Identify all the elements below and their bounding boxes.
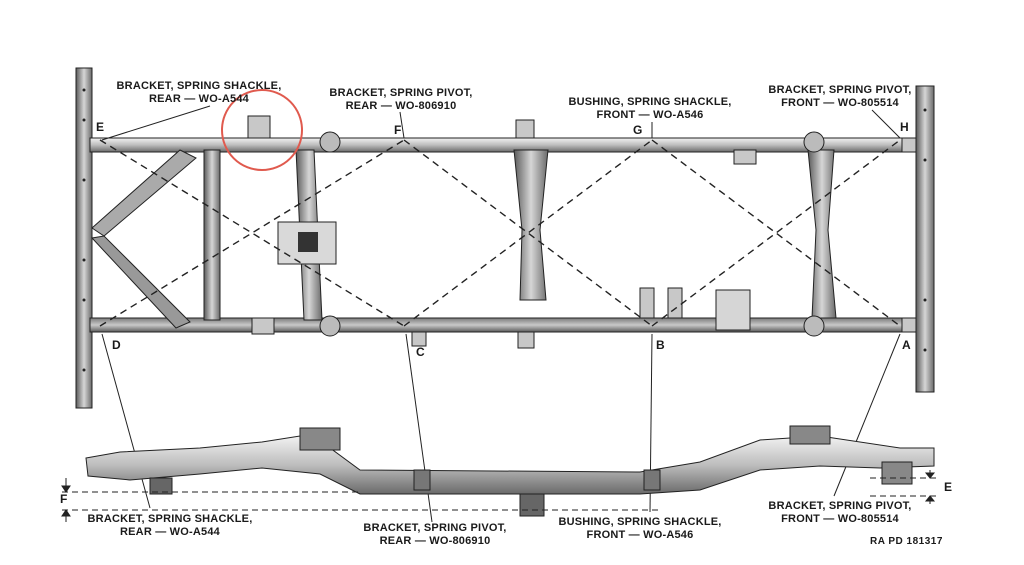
- spring-pivot: [319, 131, 341, 153]
- front-crossmember: [807, 149, 837, 319]
- leader-lines: [101, 105, 901, 141]
- reference-lines: [62, 477, 940, 511]
- point-h: H: [900, 120, 909, 134]
- dimension-arrows: [61, 470, 936, 522]
- point-f: F: [394, 123, 402, 137]
- callout-front-shackle-bushing-side: BUSHING, SPRING SHACKLE,FRONT — WO-A546: [558, 516, 722, 541]
- bracket: [515, 119, 535, 139]
- point-d: D: [112, 338, 121, 352]
- point-c: C: [416, 345, 425, 359]
- side-bracket: [519, 493, 545, 517]
- bracket: [901, 317, 917, 333]
- highlight-circle: [221, 89, 303, 171]
- rear-diagonal-brace: [91, 149, 197, 237]
- bracket: [411, 331, 427, 347]
- side-bracket: [789, 425, 831, 445]
- rivets: [82, 88, 927, 372]
- bracket: [901, 137, 917, 153]
- point-a: A: [902, 338, 911, 352]
- callout-rear-shackle-bracket: BRACKET, SPRING SHACKLE,REAR — WO-A544: [116, 80, 282, 105]
- spring-pivot: [803, 315, 825, 337]
- bracket: [667, 287, 683, 319]
- bracket: [715, 289, 751, 331]
- plan-view: [75, 67, 935, 409]
- rear-diagonal-brace: [90, 235, 191, 329]
- reference-number: RA PD 181317: [870, 536, 943, 547]
- bracket: [251, 317, 275, 335]
- dim-e: E: [944, 480, 953, 494]
- callout-front-pivot-bracket-side: BRACKET, SPRING PIVOT,FRONT — WO-805514: [768, 500, 912, 525]
- dim-f: F: [60, 492, 68, 506]
- side-bracket: [413, 469, 431, 491]
- measurement-diagonals: [99, 139, 901, 327]
- point-b: B: [656, 338, 665, 352]
- bracket: [517, 331, 535, 349]
- center-crossmember: [513, 149, 549, 301]
- callout-rear-pivot-bracket-side: BRACKET, SPRING PIVOT,REAR — WO-806910: [363, 522, 507, 547]
- callout-front-shackle-bushing: BUSHING, SPRING SHACKLE,FRONT — WO-A546: [568, 96, 732, 121]
- point-e: E: [96, 120, 105, 134]
- bracket: [247, 115, 271, 139]
- side-bracket: [149, 477, 173, 495]
- front-bumper: [915, 85, 935, 393]
- side-view: [61, 425, 940, 522]
- spring-pivot: [319, 315, 341, 337]
- side-rail: [85, 435, 935, 495]
- callout-rear-shackle-bracket-side: BRACKET, SPRING SHACKLE,REAR — WO-A544: [87, 513, 253, 538]
- side-bracket: [881, 461, 913, 485]
- bracket: [733, 149, 757, 165]
- crossmember: [203, 149, 221, 321]
- bracket: [639, 287, 655, 319]
- spring-pivot: [803, 131, 825, 153]
- side-bracket: [643, 469, 661, 491]
- callout-rear-pivot-bracket: BRACKET, SPRING PIVOT,REAR — WO-806910: [329, 87, 473, 112]
- side-bracket: [299, 427, 341, 451]
- callout-front-pivot-bracket: BRACKET, SPRING PIVOT,FRONT — WO-805514: [768, 84, 912, 109]
- point-g: G: [633, 123, 643, 137]
- mounting-plate-hole: [298, 232, 318, 252]
